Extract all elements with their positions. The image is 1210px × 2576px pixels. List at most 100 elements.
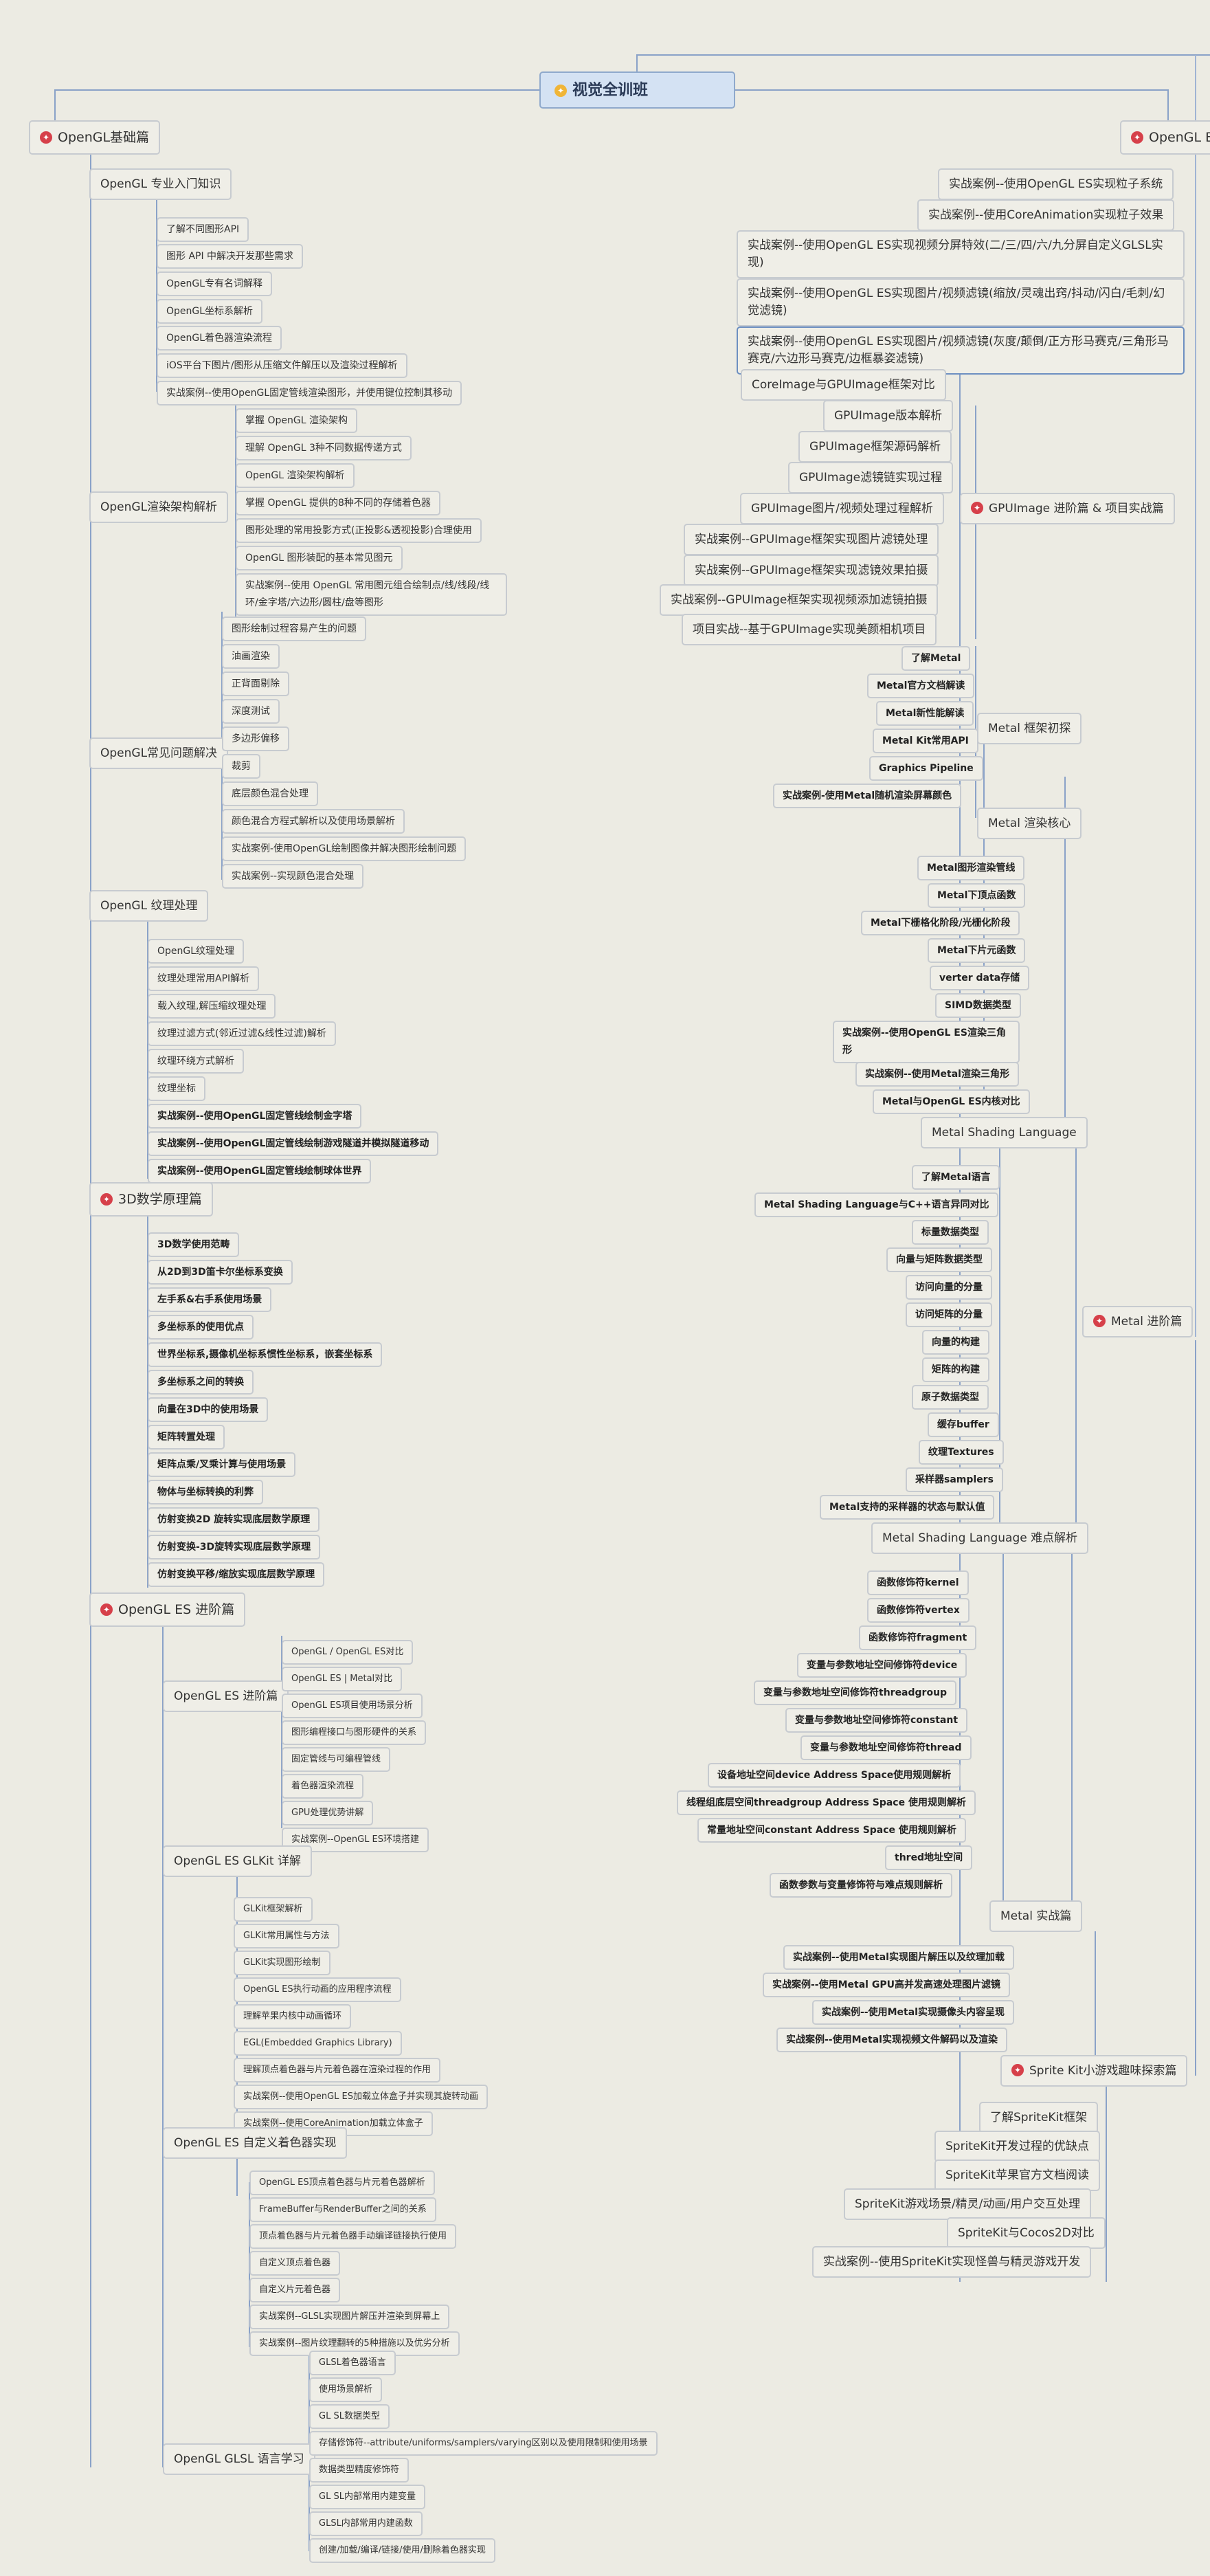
intro-item[interactable]: OpenGL着色器渲染流程 <box>157 326 282 351</box>
glsl-item[interactable]: GLSL着色器语言 <box>309 2351 396 2375</box>
msl2-item[interactable]: 函数修饰符fragment <box>859 1625 977 1650</box>
glkit-item[interactable]: GLKit框架解析 <box>234 1897 313 1922</box>
problems-item[interactable]: 底层颜色混合处理 <box>222 781 318 806</box>
shader-item[interactable]: 顶点着色器与片元着色器手动编译链接执行使用 <box>249 2224 457 2249</box>
intro-item[interactable]: 了解不同图形API <box>157 217 249 242</box>
msl2-item[interactable]: 函数修饰符vertex <box>867 1598 970 1623</box>
math-item[interactable]: 世界坐标系,摄像机坐标系惯性坐标系，嵌套坐标系 <box>148 1342 383 1367</box>
intro-item[interactable]: 实战案例--使用OpenGL固定管线渲染图形，并使用键位控制其移动 <box>157 381 462 406</box>
texture-example[interactable]: 实战案例--使用OpenGL固定管线绘制球体世界 <box>148 1159 372 1184</box>
math-item[interactable]: 向量在3D中的使用场景 <box>148 1397 269 1422</box>
metal-prac-item[interactable]: 实战案例--使用Metal实现视频文件解码以及渲染 <box>776 2028 1007 2052</box>
glsl-item[interactable]: GL SL内部常用内建变量 <box>309 2485 425 2509</box>
metal-core-item[interactable]: Metal下栅格化阶段/光栅化阶段 <box>861 911 1020 935</box>
msl2-item[interactable]: 常量地址空间constant Address Space 使用规则解析 <box>697 1818 966 1843</box>
sprite-item[interactable]: SpriteKit开发过程的优缺点 <box>934 2131 1100 2162</box>
intro-item[interactable]: OpenGL坐标系解析 <box>157 299 263 324</box>
opengl-basic-node[interactable]: OpenGL基础篇 <box>29 120 161 155</box>
es-sub-item[interactable]: 图形编程接口与图形硬件的关系 <box>282 1720 427 1745</box>
math-item[interactable]: 多坐标系的使用优点 <box>148 1315 254 1340</box>
render-item[interactable]: 实战案例--使用 OpenGL 常用图元组合绘制点/线/线段/线环/金字塔/六边… <box>236 573 507 616</box>
sprite-item[interactable]: SpriteKit与Cocos2D对比 <box>947 2217 1106 2249</box>
metal-core-item[interactable]: Metal下片元函数 <box>928 938 1026 963</box>
shader-item[interactable]: FrameBuffer与RenderBuffer之间的关系 <box>249 2197 436 2222</box>
texture-item[interactable]: 载入纹理,解压缩纹理处理 <box>148 994 276 1019</box>
metal-intro-node[interactable]: Metal 框架初探 <box>977 713 1082 744</box>
msl2-item[interactable]: 变量与参数地址空间修饰符threadgroup <box>754 1680 957 1705</box>
msl-item[interactable]: 标量数据类型 <box>912 1220 989 1245</box>
sprite-item[interactable]: 实战案例--使用SpriteKit实现怪兽与精灵游戏开发 <box>812 2246 1092 2278</box>
texture-example[interactable]: 实战案例--使用OpenGL固定管线绘制游戏隧道并模拟隧道移动 <box>148 1131 439 1156</box>
math-item[interactable]: 3D数学使用范畴 <box>148 1232 240 1257</box>
msl-item[interactable]: 向量与矩阵数据类型 <box>886 1247 992 1272</box>
msl2-item[interactable]: 设备地址空间device Address Space使用规则解析 <box>708 1763 961 1788</box>
es-adv-node[interactable]: OpenGL ES 进阶篇 <box>89 1592 246 1627</box>
glsl-item[interactable]: 使用场景解析 <box>309 2377 383 2402</box>
msl2-node[interactable]: Metal Shading Language 难点解析 <box>871 1522 1089 1554</box>
metal-core-item[interactable]: Metal与OpenGL ES内核对比 <box>873 1089 1030 1114</box>
glkit-item[interactable]: GLKit常用属性与方法 <box>234 1924 339 1948</box>
es-sub-item[interactable]: GPU处理优势讲解 <box>282 1801 374 1825</box>
metal-intro-item[interactable]: 实战案例-使用Metal随机渲染屏幕颜色 <box>773 784 962 808</box>
problems-item[interactable]: 实战案例-使用OpenGL绘制图像并解决图形绘制问题 <box>222 836 467 861</box>
metal-core-item[interactable]: SIMD数据类型 <box>935 993 1021 1018</box>
metal-core-node[interactable]: Metal 渲染核心 <box>977 808 1082 839</box>
problems-item[interactable]: 图形绘制过程容易产生的问题 <box>222 617 366 641</box>
sprite-item[interactable]: SpriteKit苹果官方文档阅读 <box>934 2159 1100 2191</box>
glkit-item[interactable]: GLKit实现图形绘制 <box>234 1951 330 1975</box>
texture-node[interactable]: OpenGL 纹理处理 <box>89 890 209 922</box>
glsl-item[interactable]: GLSL内部常用内建函数 <box>309 2511 423 2536</box>
problems-item[interactable]: 深度测试 <box>222 699 280 724</box>
gpu-item[interactable]: GPUImage框架源码解析 <box>798 431 952 463</box>
msl-item[interactable]: 访问矩阵的分量 <box>906 1302 992 1327</box>
es-right-item[interactable]: 实战案例--使用OpenGL ES实现视频分屏特效(二/三/四/六/九分屏自定义… <box>737 230 1185 278</box>
math-item[interactable]: 左手系&右手系使用场景 <box>148 1287 272 1312</box>
msl2-item[interactable]: 变量与参数地址空间修饰符device <box>797 1653 967 1678</box>
math-item[interactable]: 矩阵转置处理 <box>148 1425 225 1450</box>
shader-item[interactable]: OpenGL ES顶点着色器与片元着色器解析 <box>249 2170 435 2195</box>
msl-item[interactable]: 缓存buffer <box>928 1412 999 1437</box>
msl-item[interactable]: Metal Shading Language与C++语言异同对比 <box>754 1192 999 1217</box>
sprite-item[interactable]: SpriteKit游戏场景/精灵/动画/用户交互处理 <box>844 2188 1092 2220</box>
metal-core-item[interactable]: verter data存储 <box>930 966 1030 990</box>
msl-item[interactable]: 了解Metal语言 <box>912 1165 1000 1190</box>
render-item[interactable]: OpenGL 图形装配的基本常见图元 <box>236 546 403 570</box>
metal-core-item[interactable]: 实战案例--使用Metal渲染三角形 <box>855 1062 1019 1087</box>
shader-node[interactable]: OpenGL ES 自定义着色器实现 <box>163 2127 348 2159</box>
problems-item[interactable]: 颜色混合方程式解析以及使用场景解析 <box>222 809 405 834</box>
metal-intro-item[interactable]: Graphics Pipeline <box>869 756 983 781</box>
problems-item[interactable]: 正背面剔除 <box>222 671 289 696</box>
intro-item[interactable]: iOS平台下图片/图形从压缩文件解压以及渲染过程解析 <box>157 353 407 378</box>
math-item[interactable]: 仿射变换平移/缩放实现底层数学原理 <box>148 1562 325 1587</box>
render-item[interactable]: 掌握 OpenGL 提供的8种不同的存储着色器 <box>236 491 440 515</box>
math-item[interactable]: 仿射变换2D 旋转实现底层数学原理 <box>148 1507 320 1532</box>
glkit-item[interactable]: EGL(Embedded Graphics Library) <box>234 2031 402 2056</box>
es-right-item[interactable]: 实战案例--使用OpenGL ES实现粒子系统 <box>938 168 1174 200</box>
problems-node[interactable]: OpenGL常见问题解决 <box>89 737 229 769</box>
msl-item[interactable]: 纹理Textures <box>919 1440 1004 1465</box>
glsl-item[interactable]: GL SL数据类型 <box>309 2404 390 2429</box>
texture-item[interactable]: 纹理坐标 <box>148 1076 205 1101</box>
es-sub-item[interactable]: 着色器渲染流程 <box>282 1774 364 1799</box>
intro-node[interactable]: OpenGL 专业入门知识 <box>89 168 232 200</box>
intro-item[interactable]: 图形 API 中解决开发那些需求 <box>157 244 304 269</box>
msl-item[interactable]: 原子数据类型 <box>912 1385 989 1410</box>
shader-item[interactable]: 自定义顶点着色器 <box>249 2251 341 2276</box>
metal-prac-item[interactable]: 实战案例--使用Metal实现图片解压以及纹理加载 <box>783 1945 1014 1970</box>
render-item[interactable]: OpenGL 渲染架构解析 <box>236 463 355 488</box>
texture-item[interactable]: OpenGL纹理处理 <box>148 939 245 964</box>
problems-item[interactable]: 油画渲染 <box>222 644 280 669</box>
msl2-item[interactable]: thred地址空间 <box>885 1845 973 1870</box>
render-item[interactable]: 理解 OpenGL 3种不同数据传递方式 <box>236 436 412 460</box>
gpu-item[interactable]: 实战案例--GPUImage框架实现图片滤镜处理 <box>684 524 939 555</box>
gpu-item[interactable]: 实战案例--GPUImage框架实现滤镜效果拍摄 <box>684 555 939 586</box>
metal-intro-item[interactable]: Metal Kit常用API <box>873 729 978 753</box>
glsl-node[interactable]: OpenGL GLSL 语言学习 <box>163 2443 315 2475</box>
glsl-item[interactable]: 存储修饰符--attribute/uniforms/samplers/varyi… <box>309 2431 658 2456</box>
es-sub-node[interactable]: OpenGL ES 进阶篇 <box>163 1680 289 1712</box>
msl-item[interactable]: 矩阵的构建 <box>922 1357 989 1382</box>
es-sub-item[interactable]: OpenGL ES | Metal对比 <box>282 1667 403 1691</box>
problems-item[interactable]: 实战案例--实现颜色混合处理 <box>222 864 364 889</box>
gpu-node[interactable]: GPUImage 进阶篇 & 项目实战篇 <box>960 493 1175 524</box>
shader-item[interactable]: 实战案例--GLSL实现图片解压并渲染到屏幕上 <box>249 2305 450 2329</box>
